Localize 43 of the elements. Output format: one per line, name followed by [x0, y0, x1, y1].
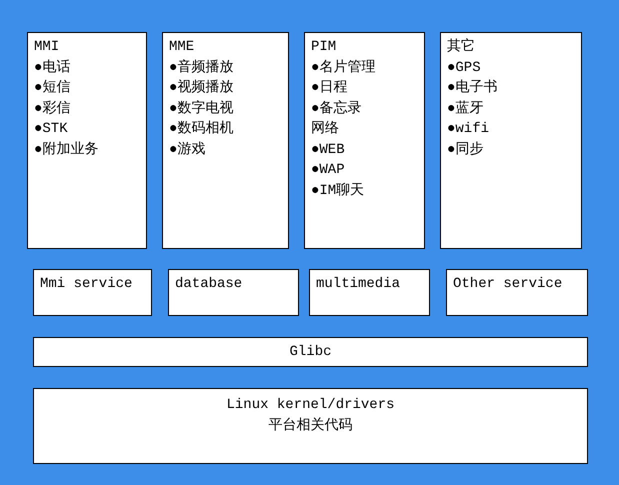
list-item: ●短信 [34, 78, 72, 98]
layer-box [33, 269, 152, 316]
layer-label: multimedia [316, 275, 402, 294]
box-heading: PIM [311, 38, 338, 57]
list-item: 网络 [311, 120, 340, 139]
list-item: ●电子书 [447, 78, 498, 98]
list-item: ●蓝牙 [447, 100, 484, 118]
list-item: ●数码相机 [169, 120, 234, 139]
box-heading: MMI [34, 38, 60, 57]
list-item: ●彩信 [34, 100, 72, 118]
box-heading: MME [169, 38, 196, 57]
list-item: ●IM聊天 [311, 182, 366, 200]
list-item: ●视频播放 [169, 78, 234, 98]
list-item: ●数字电视 [169, 99, 234, 118]
list-item: ●WEB [311, 140, 346, 160]
list-item: ●音频播放 [169, 58, 234, 78]
layer-label: 平台相关代码 [268, 416, 352, 436]
layer-box [309, 269, 430, 316]
list-item: ●GPS [447, 58, 482, 78]
list-item: ●附加业务 [34, 140, 100, 160]
module-box [304, 32, 425, 249]
list-item: ●名片管理 [311, 58, 376, 78]
layer-label: Linux kernel/drivers [226, 396, 395, 415]
layer-box [33, 337, 588, 367]
list-item: ●WAP [311, 161, 346, 180]
layer-box [446, 269, 588, 316]
list-item: ●游戏 [169, 140, 206, 160]
list-item: ●同步 [447, 140, 484, 160]
list-item: ●日程 [311, 79, 348, 98]
layer-label: Mmi service [40, 275, 134, 294]
layer-label: database [175, 275, 244, 294]
module-box [440, 32, 582, 249]
layer-label: Other service [453, 275, 564, 294]
box-heading: 其它 [447, 37, 476, 57]
list-item: ●电话 [34, 58, 72, 78]
list-item: ●STK [34, 120, 69, 139]
list-item: ●备忘录 [311, 99, 362, 118]
layer-box [168, 269, 299, 316]
module-box [162, 32, 289, 249]
list-item: ●wifi [447, 120, 490, 139]
layer-box [33, 388, 588, 464]
layer-label: Glibc [289, 343, 332, 362]
module-box [27, 32, 147, 249]
